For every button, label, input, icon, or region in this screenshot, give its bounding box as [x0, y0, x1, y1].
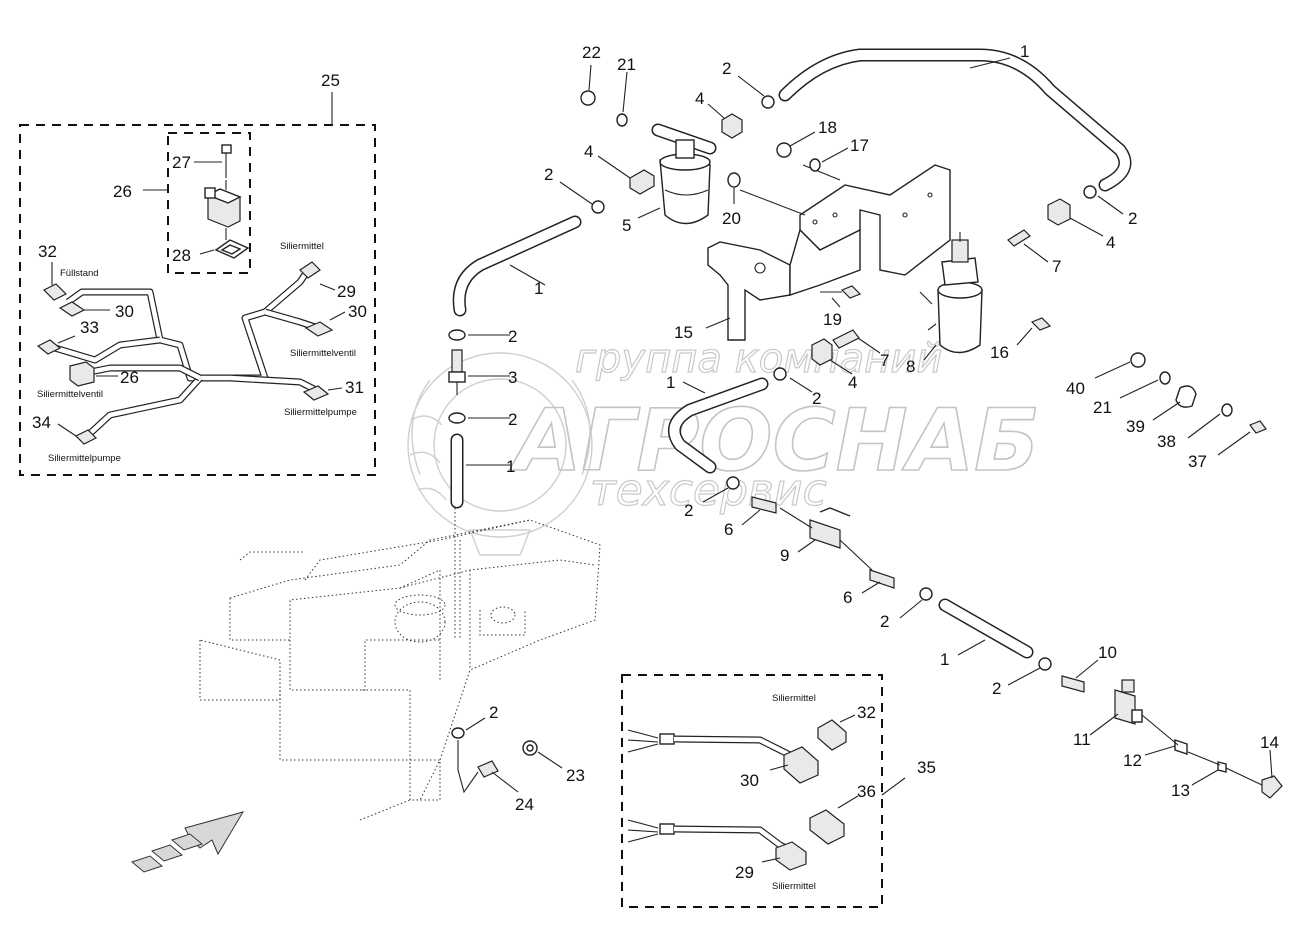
callout-2: 2: [722, 59, 731, 78]
callout-21: 21: [1093, 398, 1112, 417]
callout-6: 6: [724, 520, 733, 539]
callout-33: 33: [80, 318, 99, 337]
callout-2: 2: [1128, 209, 1137, 228]
callout-26: 26: [120, 368, 139, 387]
bracket-assembly: [707, 164, 951, 341]
callout-37: 37: [1188, 452, 1207, 471]
callout-2: 2: [489, 703, 498, 722]
callout-24: 24: [515, 795, 534, 814]
callout-40: 40: [1066, 379, 1085, 398]
callout-9: 9: [780, 546, 789, 565]
callout-17: 17: [850, 136, 869, 155]
callout-13: 13: [1171, 781, 1190, 800]
filter-5: [651, 123, 717, 225]
callout-38: 38: [1157, 432, 1176, 451]
watermark-gear-logo: [407, 352, 593, 556]
small-parts: [448, 90, 1283, 799]
callout-23: 23: [566, 766, 585, 785]
caption-siliermittelventil-30: Siliermittelventil: [290, 348, 356, 359]
callout-11: 11: [1073, 730, 1091, 749]
callout-numbers: 1 22 21 2 4 18 17 4 2 5 20 2 4 7 1 19 15…: [32, 42, 1279, 882]
caption-fuellstand: Füllstand: [60, 268, 99, 279]
callout-28: 28: [172, 246, 191, 265]
machine-body: [199, 500, 601, 821]
caption-siliermittel-29b: Siliermittel: [772, 881, 816, 892]
callout-32: 32: [857, 703, 876, 722]
caption-siliermittel-32: Siliermittel: [772, 693, 816, 704]
callout-21: 21: [617, 55, 636, 74]
callout-2: 2: [508, 327, 517, 346]
callout-7: 7: [1052, 257, 1061, 276]
callout-19: 19: [823, 310, 842, 329]
callout-15: 15: [674, 323, 693, 342]
callout-2: 2: [812, 389, 821, 408]
leader-lines: [465, 57, 1273, 793]
callout-4: 4: [1106, 233, 1115, 252]
callout-8: 8: [906, 357, 915, 376]
callout-26: 26: [113, 182, 132, 201]
seal-28: [199, 228, 250, 259]
callout-18: 18: [818, 118, 837, 137]
callout-25: 25: [321, 71, 340, 90]
callout-29: 29: [337, 282, 356, 301]
watermark-line2: АГРОСНАБ: [509, 391, 1040, 491]
callout-1: 1: [1020, 42, 1029, 61]
cable-box-35: [621, 674, 906, 908]
callout-36: 36: [857, 782, 876, 801]
box25-leaders: [51, 262, 346, 437]
callout-12: 12: [1123, 751, 1142, 770]
callout-30: 30: [115, 302, 134, 321]
callout-32: 32: [38, 242, 57, 261]
callout-27: 27: [172, 153, 191, 172]
callout-3: 3: [508, 368, 517, 387]
callout-30: 30: [348, 302, 367, 321]
watermark-line1: группа компаний: [575, 336, 942, 382]
callout-1: 1: [940, 650, 949, 669]
callout-34: 34: [32, 413, 51, 432]
screw-27: [194, 144, 232, 178]
callout-2: 2: [684, 501, 693, 520]
callout-39: 39: [1126, 417, 1145, 436]
callout-31: 31: [345, 378, 364, 397]
callout-2: 2: [508, 410, 517, 429]
connectors-harness: [36, 261, 334, 445]
callout-20: 20: [722, 209, 741, 228]
captions: Siliermittel Füllstand Siliermittelventi…: [37, 241, 816, 892]
solenoid-26: [204, 180, 242, 228]
harness-box-25: [19, 92, 376, 476]
callout-30: 30: [740, 771, 759, 790]
callout-6: 6: [843, 588, 852, 607]
callout-4: 4: [695, 89, 704, 108]
callout-2: 2: [992, 679, 1001, 698]
caption-siliermittelpumpe-34: Siliermittelpumpe: [48, 453, 121, 464]
caption-siliermittel-29: Siliermittel: [280, 241, 324, 252]
callout-14: 14: [1260, 733, 1279, 752]
callout-7: 7: [880, 351, 889, 370]
callout-5: 5: [622, 216, 631, 235]
direction-arrow: [130, 811, 245, 873]
callout-4: 4: [848, 373, 857, 392]
wiring-harness: [53, 268, 320, 441]
watermark: группа компаний АГРОСНАБ техсервис: [407, 335, 1041, 556]
caption-siliermittelpumpe-31: Siliermittelpumpe: [284, 407, 357, 418]
hoses: [450, 48, 1132, 659]
callout-1: 1: [506, 457, 515, 476]
callout-1: 1: [666, 373, 675, 392]
caption-siliermittelventil-26: Siliermittelventil: [37, 389, 103, 400]
callout-1: 1: [534, 279, 543, 298]
callout-35: 35: [917, 758, 936, 777]
callout-10: 10: [1098, 643, 1117, 662]
callout-2: 2: [880, 612, 889, 631]
callout-29: 29: [735, 863, 754, 882]
callout-22: 22: [582, 43, 601, 62]
callout-2: 2: [544, 165, 553, 184]
filter-8: [919, 232, 983, 354]
callout-16: 16: [990, 343, 1009, 362]
callout-4: 4: [584, 142, 593, 161]
